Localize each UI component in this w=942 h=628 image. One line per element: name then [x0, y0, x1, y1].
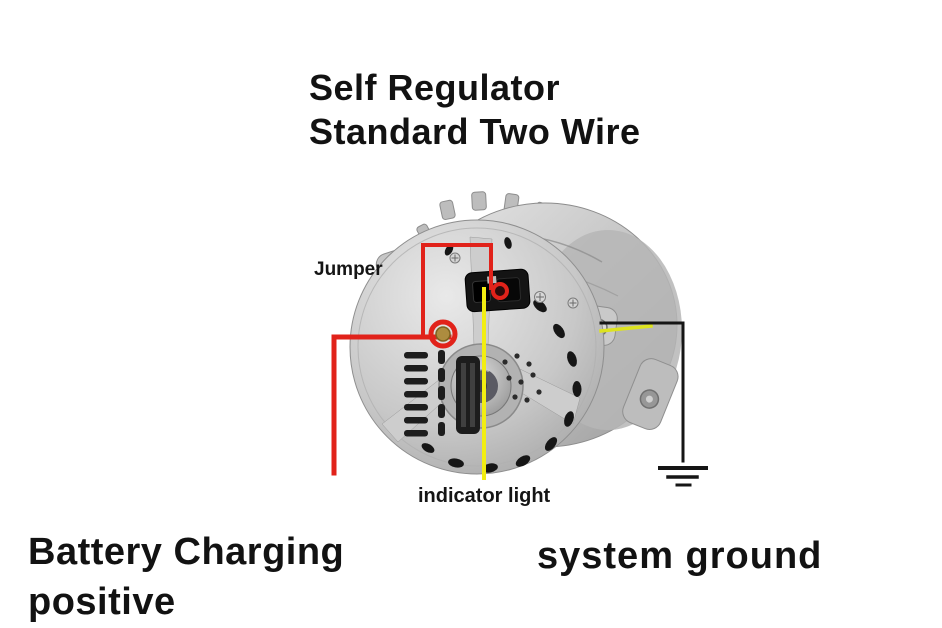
vent-holes [421, 237, 582, 473]
diagram-title: Self Regulator Standard Two Wire [309, 66, 641, 154]
battery-positive-wire [331, 334, 452, 476]
jumper-wire [421, 243, 493, 339]
diagram-title-line2: Standard Two Wire [309, 111, 641, 152]
system-ground-wire [599, 321, 685, 463]
battery-positive-label-line2: positive [28, 581, 176, 623]
jumper-label: Jumper [314, 259, 383, 280]
battery-stud-ring-terminal [428, 319, 458, 349]
vent-grill [404, 350, 480, 437]
housing-screws [449, 252, 579, 309]
battery-positive-label-line1: Battery Charging [28, 531, 345, 573]
battery-stud-nut [435, 326, 451, 342]
earth-ground-icon [658, 466, 708, 487]
diagram-title-line1: Self Regulator [309, 67, 561, 108]
ground-stud-yellow-stub [599, 324, 653, 333]
alternator-hub [438, 343, 524, 429]
battery-positive-label: Battery Charging positive [28, 527, 344, 627]
system-ground-label: system ground [537, 535, 823, 577]
indicator-light-label: indicator light [418, 485, 551, 507]
plug-ring-terminal [491, 282, 509, 300]
wiring [331, 243, 708, 487]
alternator-body [349, 191, 682, 475]
